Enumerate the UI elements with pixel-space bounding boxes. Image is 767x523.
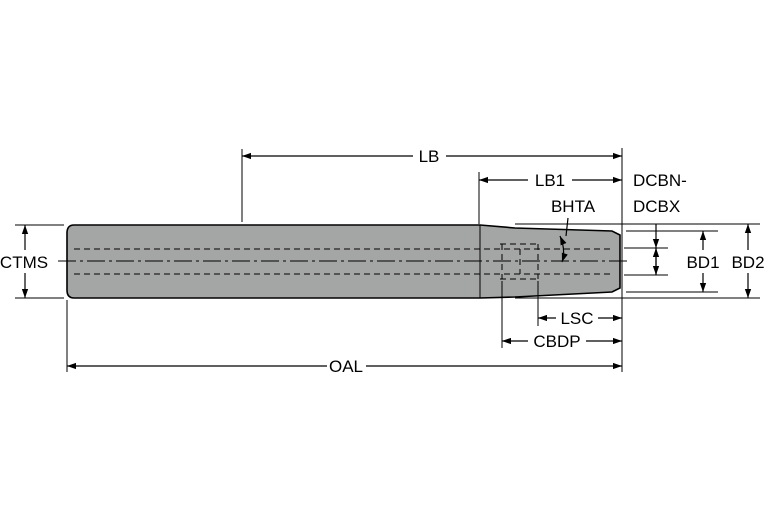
bd1-label: BD1 bbox=[686, 253, 719, 272]
bhta-label: BHTA bbox=[551, 197, 596, 216]
lb1-label: LB1 bbox=[535, 171, 565, 190]
lsc-label: LSC bbox=[560, 309, 593, 328]
cbdp-label: CBDP bbox=[533, 332, 580, 351]
dcbx-label: DCBX bbox=[633, 197, 680, 216]
bd2-label: BD2 bbox=[731, 253, 764, 272]
ctms-label: CTMS bbox=[0, 253, 48, 272]
dcbn-label: DCBN- bbox=[633, 171, 687, 190]
lb-label: LB bbox=[419, 147, 440, 166]
oal-label: OAL bbox=[329, 357, 363, 376]
bhta-angle-arc bbox=[559, 235, 568, 263]
bhta-leader bbox=[565, 217, 569, 237]
